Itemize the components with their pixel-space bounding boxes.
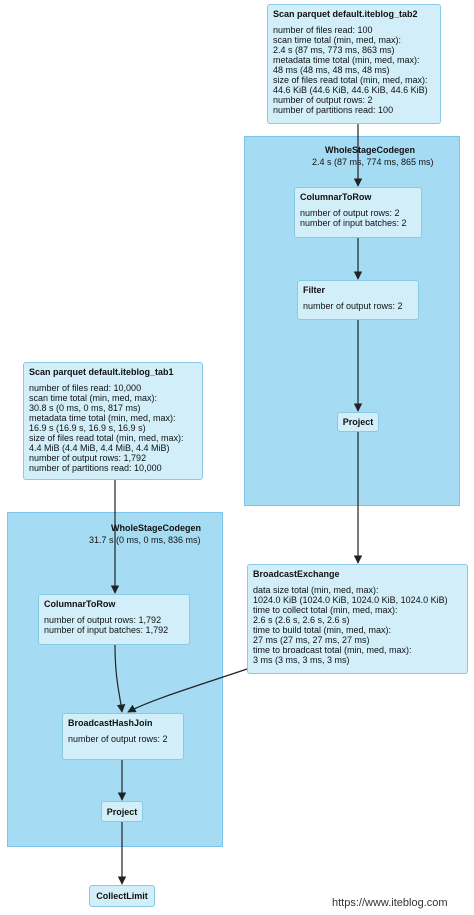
- broadcast-exchange-node[interactable]: BroadcastExchange data size total (min, …: [247, 564, 468, 674]
- node-metric: size of files read total (min, med, max)…: [29, 433, 184, 443]
- node-metric: number of partitions read: 10,000: [29, 463, 162, 473]
- node-title: CollectLimit: [96, 891, 148, 901]
- node-title: Project: [106, 806, 138, 817]
- columnar-to-row-left-node[interactable]: ColumnarToRow number of output rows: 1,7…: [38, 594, 190, 645]
- node-metric: number of output rows: 1,792: [29, 453, 147, 463]
- edge-columnar-to-broadcasthashjoin: [114, 644, 126, 713]
- node-title: Scan parquet default.iteblog_tab1: [29, 367, 174, 377]
- node-metric: number of files read: 10,000: [29, 383, 142, 393]
- node-metric: number of output rows: 2: [300, 208, 400, 218]
- node-title: Project: [342, 417, 374, 427]
- node-metric: data size total (min, med, max):: [253, 585, 379, 595]
- node-metric: time to collect total (min, med, max):: [253, 605, 398, 615]
- scan-parquet-tab2-node[interactable]: Scan parquet default.iteblog_tab2 number…: [267, 4, 441, 124]
- cluster-metric: 2.4 s (87 ms, 774 ms, 865 ms): [312, 157, 434, 167]
- node-metric: number of output rows: 2: [303, 301, 403, 311]
- node-metric: 3 ms (3 ms, 3 ms, 3 ms): [253, 655, 350, 665]
- node-metric: 2.4 s (87 ms, 773 ms, 863 ms): [273, 45, 395, 55]
- cluster-title: WholeStageCodegen: [325, 145, 416, 155]
- cluster-metric: 31.7 s (0 ms, 0 ms, 836 ms): [89, 535, 201, 545]
- columnar-to-row-right-node[interactable]: ColumnarToRow number of output rows: 2 n…: [294, 187, 422, 238]
- node-metric: 16.9 s (16.9 s, 16.9 s, 16.9 s): [29, 423, 146, 433]
- node-metric: number of output rows: 2: [68, 734, 168, 744]
- project-right-node[interactable]: Project: [337, 412, 379, 432]
- node-metric: scan time total (min, med, max):: [29, 393, 158, 403]
- node-metric: time to broadcast total (min, med, max):: [253, 645, 412, 655]
- node-metric: number of output rows: 1,792: [44, 615, 162, 625]
- node-metric: metadata time total (min, med, max):: [29, 413, 176, 423]
- node-metric: 30.8 s (0 ms, 0 ms, 817 ms): [29, 403, 141, 413]
- node-metric: time to build total (min, med, max):: [253, 625, 392, 635]
- node-metric: metadata time total (min, med, max):: [273, 55, 420, 65]
- node-metric: number of input batches: 1,792: [44, 625, 169, 635]
- node-metric: 44.6 KiB (44.6 KiB, 44.6 KiB, 44.6 KiB): [273, 85, 428, 95]
- node-metric: number of files read: 100: [273, 25, 373, 35]
- node-title: Scan parquet default.iteblog_tab2: [273, 9, 418, 19]
- node-title: ColumnarToRow: [44, 599, 116, 609]
- node-metric: number of input batches: 2: [300, 218, 407, 228]
- node-metric: scan time total (min, med, max):: [273, 35, 402, 45]
- node-metric: number of partitions read: 100: [273, 105, 394, 115]
- cluster-title: WholeStageCodegen: [111, 523, 202, 533]
- node-metric: 1024.0 KiB (1024.0 KiB, 1024.0 KiB, 1024…: [253, 595, 448, 605]
- node-metric: 2.6 s (2.6 s, 2.6 s, 2.6 s): [253, 615, 350, 625]
- scan-parquet-tab1-node[interactable]: Scan parquet default.iteblog_tab1 number…: [23, 362, 203, 480]
- node-title: BroadcastExchange: [253, 569, 340, 579]
- edge-broadcastexchange-to-broadcasthashjoin: [127, 667, 251, 713]
- node-title: Filter: [303, 285, 326, 295]
- watermark-url: https://www.iteblog.com: [332, 897, 448, 909]
- node-title: BroadcastHashJoin: [68, 718, 153, 728]
- node-title: ColumnarToRow: [300, 192, 372, 202]
- node-metric: number of output rows: 2: [273, 95, 373, 105]
- collect-limit-node[interactable]: CollectLimit: [89, 885, 155, 907]
- node-metric: size of files read total (min, med, max)…: [273, 75, 428, 85]
- project-left-node[interactable]: Project: [101, 801, 143, 822]
- broadcast-hash-join-node[interactable]: BroadcastHashJoin number of output rows:…: [62, 713, 184, 760]
- filter-node[interactable]: Filter number of output rows: 2: [297, 280, 419, 320]
- node-metric: 48 ms (48 ms, 48 ms, 48 ms): [273, 65, 390, 75]
- watermark: https://www.iteblog.com: [332, 897, 448, 909]
- node-metric: 27 ms (27 ms, 27 ms, 27 ms): [253, 635, 370, 645]
- node-metric: 4.4 MiB (4.4 MiB, 4.4 MiB, 4.4 MiB): [29, 443, 170, 453]
